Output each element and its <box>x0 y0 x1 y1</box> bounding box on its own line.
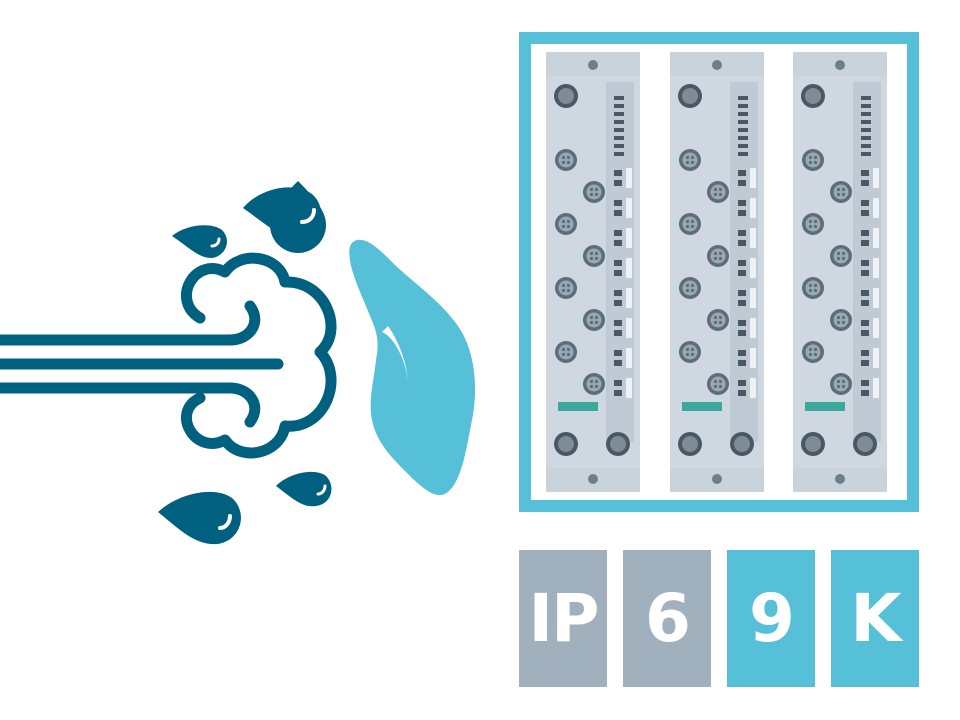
rating-tile-9: 9 <box>727 550 815 687</box>
wind-cloud-icon <box>0 252 337 459</box>
rating-tile-k: K <box>831 550 919 687</box>
rating-tile-6: 6 <box>623 550 711 687</box>
water-droplet-icon <box>158 181 332 545</box>
io-module-icon <box>519 32 919 512</box>
rating-tile-ip: IP <box>519 550 607 687</box>
hand-icon <box>349 239 476 496</box>
